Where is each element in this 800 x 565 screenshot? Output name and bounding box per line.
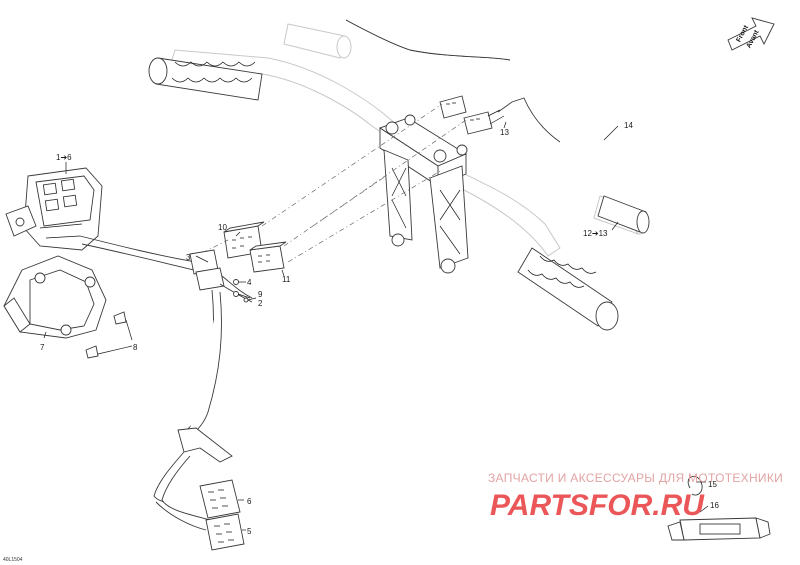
connector-6 (199, 479, 241, 519)
callout-2: 2 (258, 299, 263, 308)
wiring-harness (79, 235, 253, 531)
callout-10: 10 (218, 223, 227, 232)
switch-housing (5, 167, 103, 251)
connector-11 (249, 241, 287, 273)
callout-8: 8 (133, 343, 138, 352)
callout-3: 3 (186, 253, 191, 262)
leader-lines (43, 121, 709, 531)
tie-and-tube (667, 475, 771, 541)
front-direction-arrow: Front Avant (727, 17, 775, 51)
callout-9: 9 (258, 290, 263, 299)
handlebar-riser (378, 114, 469, 274)
callout-5: 5 (247, 527, 252, 536)
watermark: ЗАПЧАСТИ И АКСЕССУАРЫ ДЛЯ МОТОТЕХНИКИ PA… (488, 471, 783, 522)
figure-reference: 40L1504 (3, 557, 23, 563)
watermark-site: PARTSFOR.RU (490, 489, 705, 522)
connector-5 (205, 513, 245, 551)
callout-13: 13 (500, 128, 509, 137)
left-grip (148, 57, 263, 101)
screws-8 (85, 311, 127, 359)
callout-14: 14 (624, 121, 633, 130)
connector-upper (439, 95, 505, 135)
callout-1-6: 1➔6 (56, 153, 72, 162)
alignment-lines (191, 103, 467, 263)
callout-12-13: 12➔13 (583, 229, 608, 238)
right-grip (517, 247, 619, 331)
callout-6: 6 (247, 497, 252, 506)
callout-4: 4 (247, 278, 252, 287)
watermark-tagline: ЗАПЧАСТИ И АКСЕССУАРЫ ДЛЯ МОТОТЕХНИКИ (488, 471, 783, 485)
grip-heater-12 (597, 195, 650, 234)
callout-15: 15 (708, 480, 717, 489)
cable-13 (497, 97, 561, 143)
callout-labels: 1➔6 2 3 4 5 6 7 8 9 10 11 12➔13 13 14 15… (40, 121, 719, 536)
callout-7: 7 (40, 343, 45, 352)
callout-16: 16 (710, 501, 719, 510)
callout-11: 11 (282, 275, 291, 284)
lower-housing-7 (3, 255, 107, 339)
